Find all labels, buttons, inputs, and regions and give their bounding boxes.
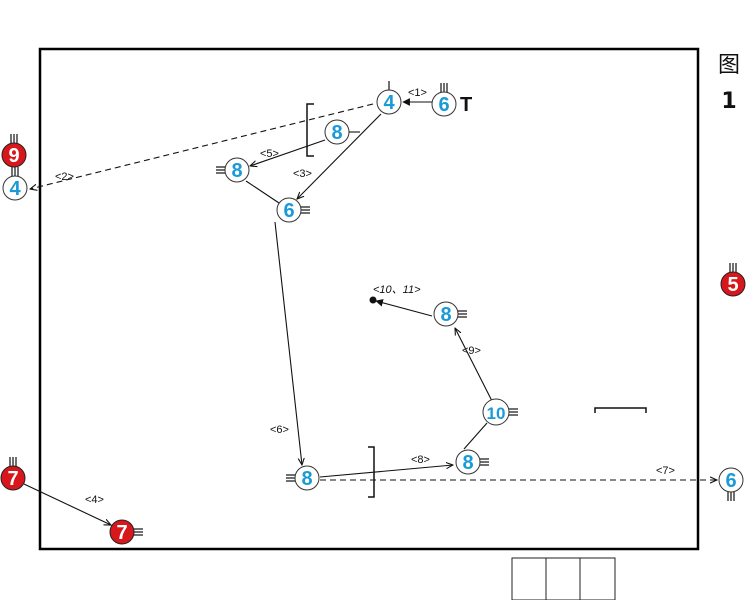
player-blue-8-left: 8 [216, 157, 250, 183]
player-red-7-inside: 7 [109, 519, 143, 545]
step-label-7: <7> [656, 465, 675, 477]
path-step-4 [23, 483, 111, 525]
player-number: 8 [440, 304, 451, 326]
step-label-2: <2> [55, 171, 74, 183]
player-marker [0, 465, 26, 491]
player-number: 7 [116, 522, 127, 544]
path-step-6 [274, 221, 302, 465]
court-border [38, 47, 700, 551]
player-marker [720, 271, 746, 297]
player-marker [109, 519, 135, 545]
player-marker [276, 197, 302, 223]
ball [369, 296, 377, 304]
player-blue-6-top: 6 [431, 83, 457, 117]
player-marker [294, 465, 320, 491]
player-number: 5 [727, 274, 738, 296]
player-blue-10: 10 [482, 398, 518, 426]
step-label-10-11: <10、11> [373, 284, 421, 296]
player-marker [2, 175, 28, 201]
player-blue-4-top: 4 [376, 81, 402, 115]
obstacle-bar-right [594, 407, 647, 413]
player-blue-8-bottom: 8 [286, 465, 320, 491]
step-label-8: <8> [411, 454, 430, 466]
player-number: 4 [383, 92, 395, 114]
step-label-4: <4> [85, 494, 104, 506]
player-marker [433, 301, 459, 327]
player-number: 6 [438, 94, 449, 116]
path-step-2 [30, 103, 374, 189]
player-marker [1, 142, 27, 168]
player-red-9: 9 [1, 134, 27, 168]
player-number: 9 [8, 145, 19, 167]
obstacle-bracket-top [306, 103, 314, 157]
player-number: 6 [283, 200, 294, 222]
bench-box [511, 557, 616, 600]
step-label-5: <5> [260, 148, 279, 160]
step-label-6: <6> [270, 424, 289, 436]
player-blue-8-right-mid: 8 [433, 301, 467, 327]
player-marker [482, 398, 510, 426]
figure-label: 图 [718, 53, 740, 78]
player-number: 8 [301, 468, 312, 490]
step-label-3: <3> [293, 168, 312, 180]
player-marker [431, 91, 457, 117]
player-number: 8 [462, 452, 473, 474]
player-marker [718, 467, 744, 493]
player-number: 8 [231, 160, 242, 182]
player-marker [455, 449, 481, 475]
path-step-8 [319, 465, 453, 478]
player-blue-8-lower-right: 8 [455, 449, 489, 475]
player-number: 7 [7, 468, 18, 490]
step-label-1: <1> [408, 87, 427, 99]
player-blue-6-outside-right: 6 [718, 467, 744, 501]
path-8-to-6 [245, 180, 280, 204]
figure-number: 1 [721, 89, 736, 114]
path-step-9 [455, 328, 493, 402]
step-label-9: <9> [462, 345, 481, 357]
path-step-5 [250, 139, 326, 166]
player-number: 4 [9, 178, 21, 200]
bench [511, 557, 616, 600]
player-marker [224, 157, 250, 183]
player-blue-8-upper: 8 [324, 119, 350, 145]
player-blue-6-mid: 6 [276, 197, 310, 223]
player-marker [376, 89, 402, 115]
path-step-3 [297, 113, 382, 199]
player-number: 8 [331, 122, 342, 144]
coach-mark: T [460, 94, 472, 116]
player-red-5: 5 [720, 263, 746, 297]
player-red-7-outside: 7 [0, 457, 26, 491]
player-number: 6 [725, 470, 736, 492]
path-step-10-11 [375, 299, 433, 317]
player-number: 10 [487, 404, 506, 423]
path-8-to-10 [463, 422, 488, 450]
player-blue-4-outside: 4 [2, 167, 28, 201]
players-layer: 4688648108869577321 [0, 81, 746, 594]
